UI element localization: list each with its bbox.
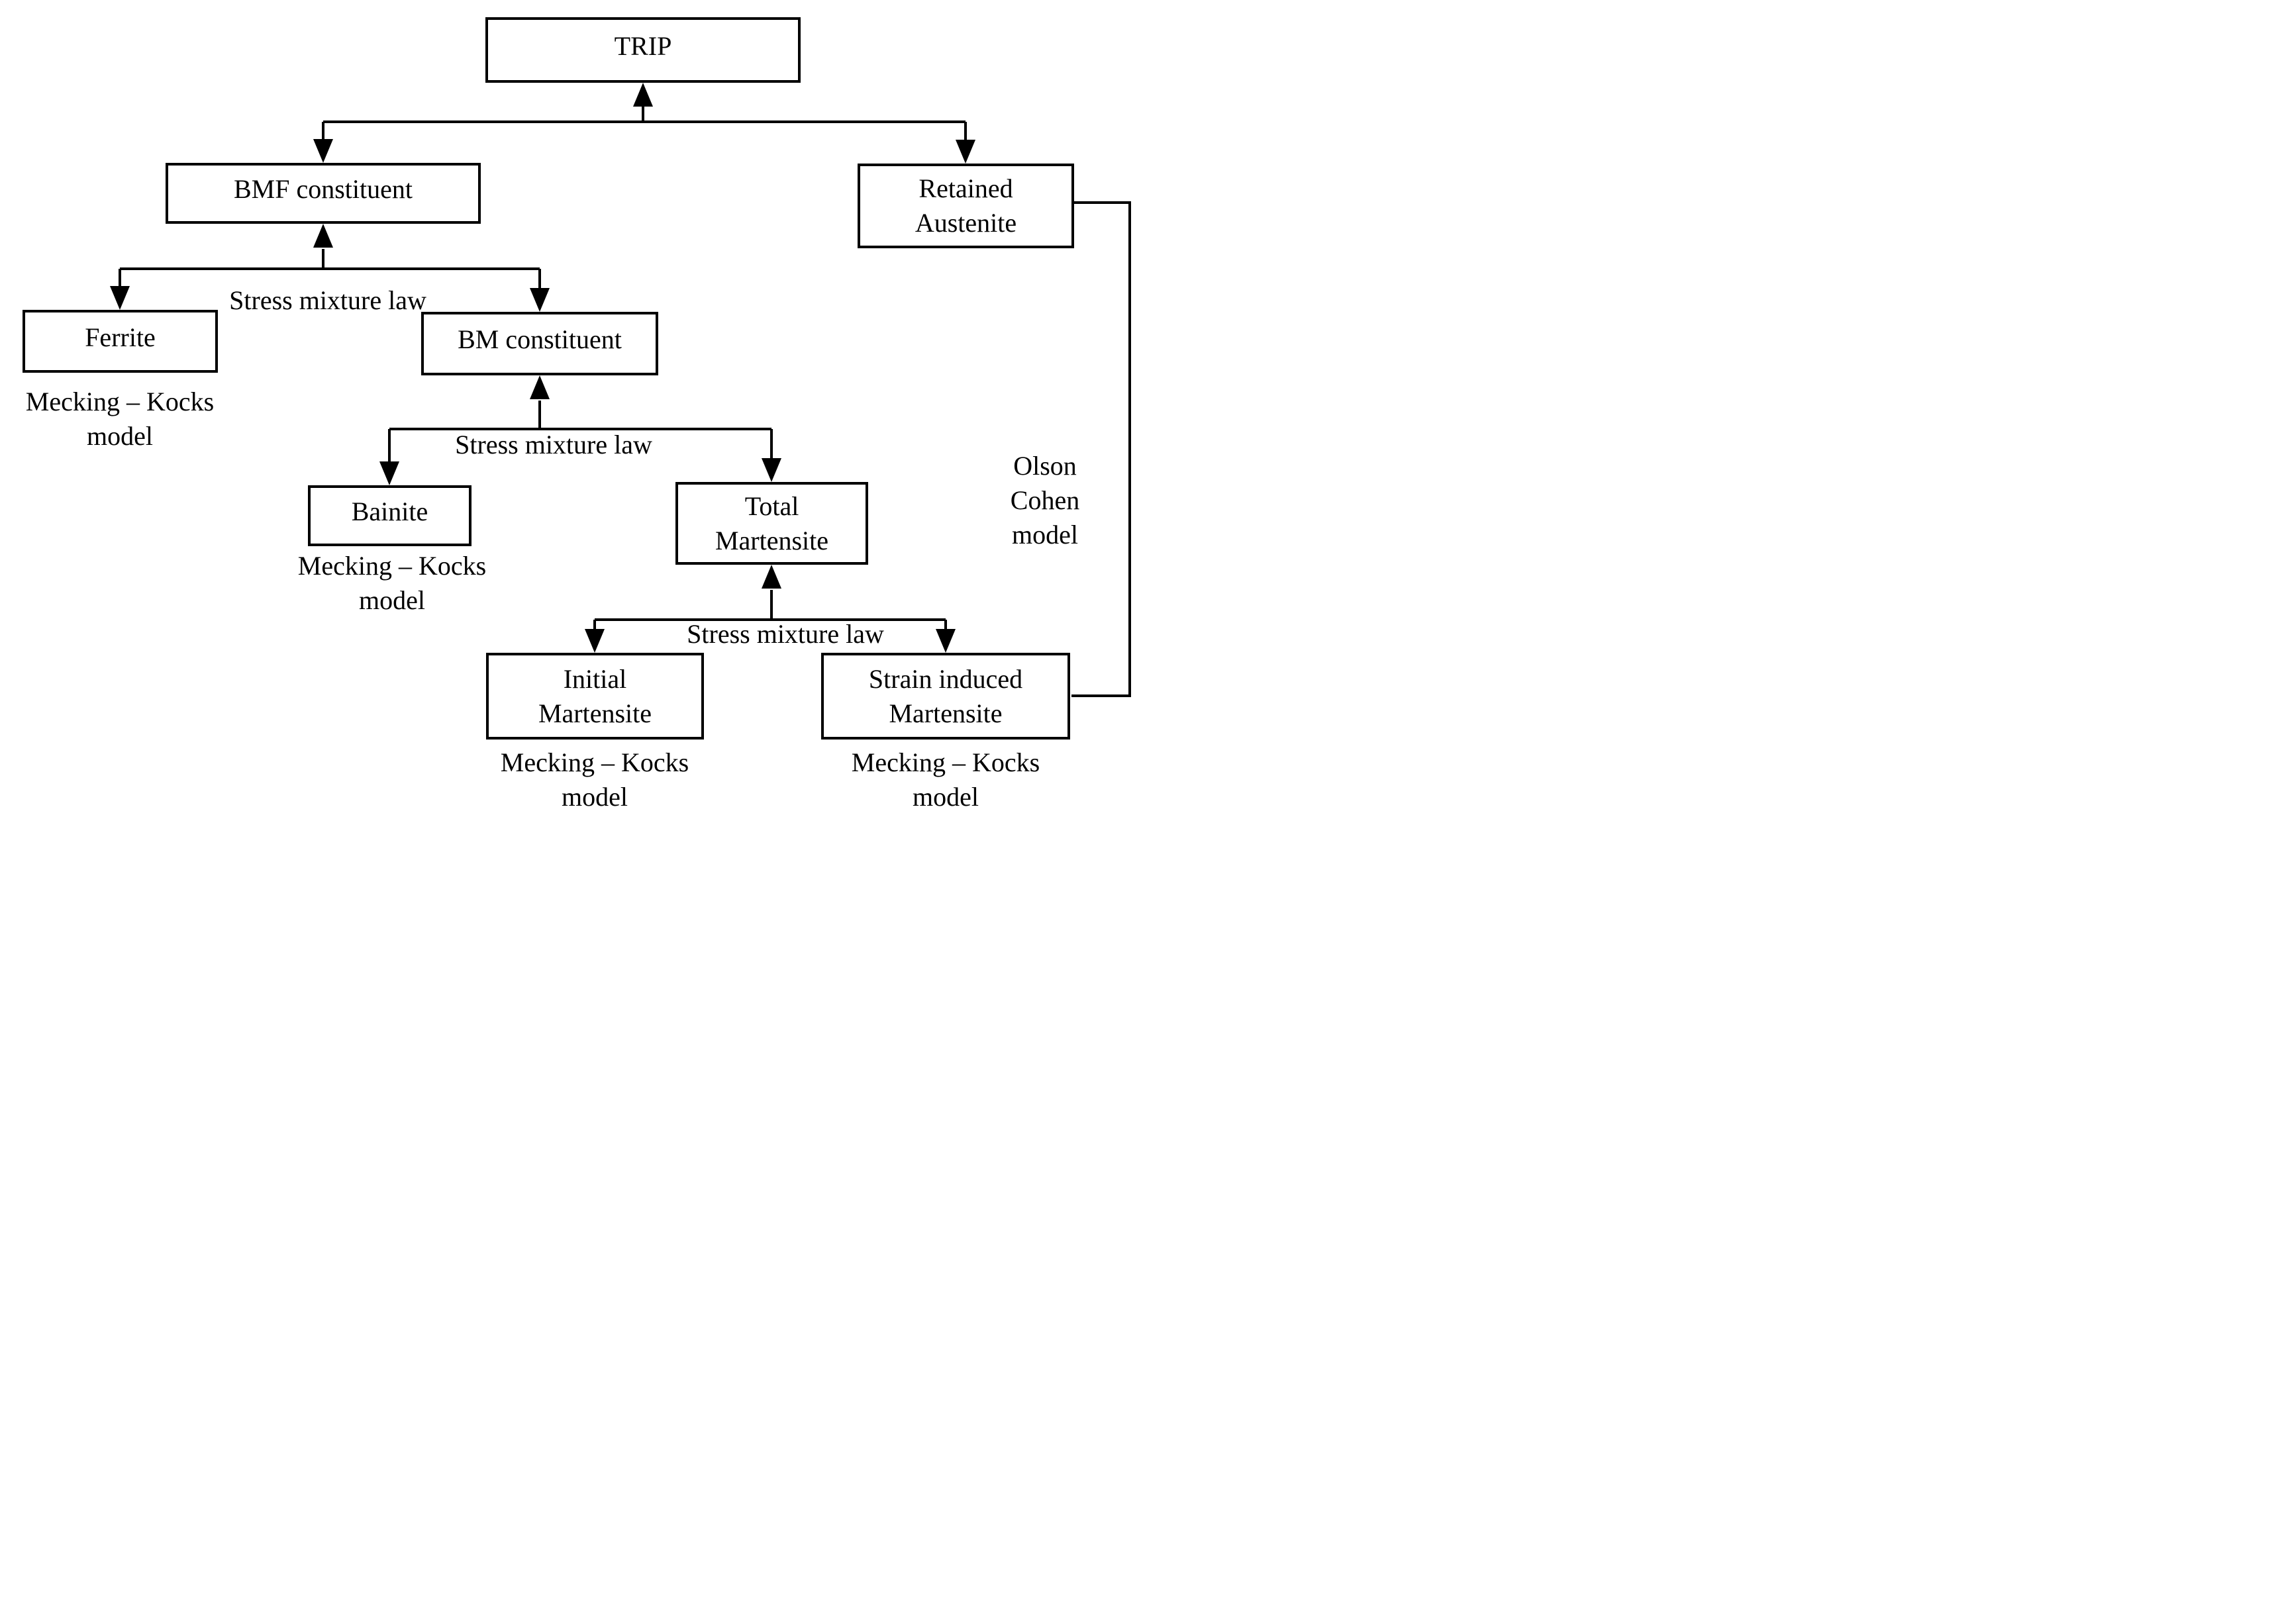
arrowhead-up-total-martensite <box>762 565 781 589</box>
arrowhead-down-total-martensite <box>762 458 781 482</box>
node-retained-austenite: Retained Austenite <box>858 164 1074 248</box>
arrowhead-down-retained-austenite <box>956 140 975 164</box>
node-strain-induced-martensite-label: Strain induced Martensite <box>868 663 1023 728</box>
edge-bmf-split <box>119 249 541 289</box>
node-bm-constituent: BM constituent <box>421 312 658 375</box>
node-initial-martensite-label: Initial Martensite <box>538 663 652 728</box>
node-ferrite-label: Ferrite <box>85 322 156 352</box>
node-initial-martensite: Initial Martensite <box>486 653 704 740</box>
label-mecking-kocks-strain: Mecking – Kocks model <box>851 747 1040 812</box>
label-stress-mixture-law-bmf: Stress mixture law <box>229 285 426 315</box>
edge-total-martensite-split <box>593 590 947 630</box>
label-olson-cohen-model: Olson Cohen model <box>1010 451 1080 549</box>
label-stress-mixture-law-martensite: Stress mixture law <box>687 619 884 649</box>
node-strain-induced-martensite: Strain induced Martensite <box>821 653 1070 740</box>
arrowhead-down-strain-induced-martensite <box>936 629 956 653</box>
trip-model-flowchart: TRIP BMF constituent Retained Austenite … <box>0 0 1141 812</box>
label-mecking-kocks-bainite: Mecking – Kocks model <box>297 551 487 615</box>
node-trip: TRIP <box>485 17 801 83</box>
node-bainite: Bainite <box>308 485 471 546</box>
arrowhead-up-bm <box>530 375 550 399</box>
node-total-martensite: Total Martensite <box>675 482 868 565</box>
edge-bm-split <box>388 401 773 463</box>
node-retained-austenite-label: Retained Austenite <box>915 173 1017 238</box>
arrowhead-down-bmf <box>313 139 333 163</box>
arrowhead-up-trip <box>633 83 653 107</box>
node-bmf-constituent-label: BMF constituent <box>233 174 413 204</box>
arrowhead-down-bainite <box>379 461 399 485</box>
arrowhead-up-bmf <box>313 224 333 248</box>
node-total-martensite-label: Total Martensite <box>715 491 829 555</box>
edge-trip-split <box>322 107 967 141</box>
node-bm-constituent-label: BM constituent <box>458 324 622 354</box>
node-ferrite: Ferrite <box>23 310 218 373</box>
connector-layer <box>110 83 1131 697</box>
node-bmf-constituent: BMF constituent <box>166 163 481 224</box>
label-mecking-kocks-initial: Mecking – Kocks model <box>500 747 689 812</box>
edge-retained-austenite-to-strain-induced <box>1071 201 1131 697</box>
arrowhead-down-ferrite <box>110 286 130 310</box>
node-trip-label: TRIP <box>614 30 672 61</box>
node-bainite-label: Bainite <box>351 497 428 526</box>
arrowhead-down-initial-martensite <box>585 629 605 653</box>
arrowhead-down-bm <box>530 288 550 312</box>
label-mecking-kocks-ferrite: Mecking – Kocks model <box>25 387 215 451</box>
label-stress-mixture-law-bm: Stress mixture law <box>455 430 652 459</box>
